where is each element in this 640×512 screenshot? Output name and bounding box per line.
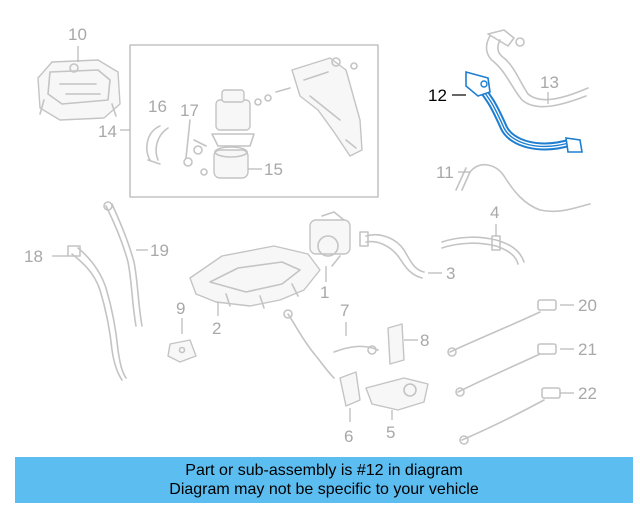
part-3-hose	[359, 231, 425, 279]
subassembly-box	[129, 44, 379, 198]
part-18-tube	[67, 245, 127, 381]
part-5-valve	[365, 377, 429, 411]
callout-13: 13	[540, 73, 559, 92]
part-22-sensor	[459, 387, 561, 445]
callout-16: 16	[148, 97, 167, 116]
callout-14: 14	[98, 122, 117, 141]
callout-11: 11	[436, 163, 454, 182]
callout-10: 10	[68, 25, 87, 44]
part-11-pipe	[455, 164, 591, 213]
parts-diagram: 10 14 16 17 15	[24, 25, 597, 446]
callout-1: 1	[320, 283, 329, 302]
callout-7: 7	[340, 301, 349, 320]
part-4-hose	[441, 235, 525, 265]
callout-15: 15	[264, 160, 283, 179]
callout-20: 20	[578, 296, 597, 315]
part-12-hose-highlighted	[465, 70, 583, 153]
callout-6: 6	[344, 427, 353, 446]
info-banner: Part or sub-assembly is #12 in diagram D…	[15, 457, 633, 503]
callout-5: 5	[386, 423, 395, 442]
part-15-filter	[200, 146, 249, 179]
part-7-pipe	[283, 309, 379, 379]
callout-9: 9	[176, 299, 185, 318]
callout-22: 22	[578, 384, 597, 403]
part-17-clip	[183, 119, 207, 167]
callout-8: 8	[420, 331, 429, 350]
callout-18: 18	[24, 247, 43, 266]
part-19-tube	[103, 201, 143, 327]
part-6-bracket	[339, 371, 361, 407]
part-13-hose	[485, 29, 589, 108]
part-1-pump	[309, 211, 351, 267]
callout-19: 19	[150, 241, 169, 260]
part-valve-assembly	[211, 87, 291, 147]
callout-2: 2	[212, 319, 221, 338]
banner-line-2: Diagram may not be specific to your vehi…	[169, 481, 479, 498]
callout-17: 17	[180, 101, 199, 120]
callout-3: 3	[446, 264, 455, 283]
callout-12: 12	[428, 86, 447, 105]
banner-line-1: Part or sub-assembly is #12 in diagram	[185, 462, 463, 479]
part-9-bracket	[167, 339, 197, 363]
part-20-sensor	[447, 299, 557, 357]
callout-4: 4	[490, 203, 499, 222]
part-2-manifold	[189, 245, 321, 309]
part-bracket	[291, 57, 363, 157]
part-16-hose	[146, 125, 169, 165]
part-21-sensor	[455, 343, 557, 397]
part-8-bracket	[387, 323, 405, 365]
part-10-canister	[37, 59, 121, 121]
callout-21: 21	[578, 340, 597, 359]
